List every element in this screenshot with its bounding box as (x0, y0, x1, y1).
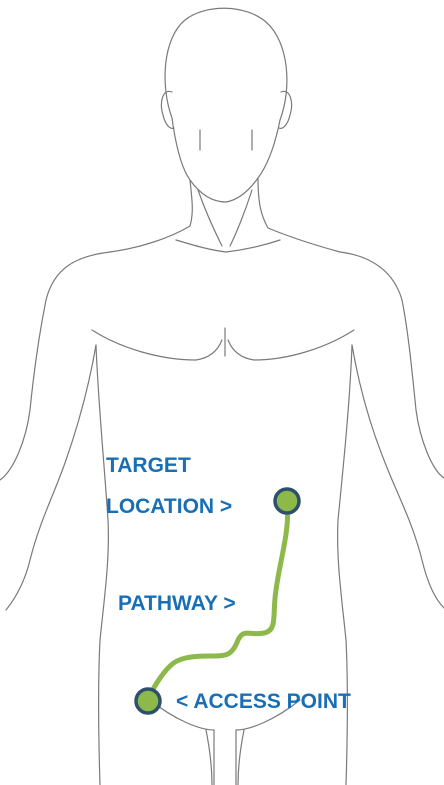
right-ear (279, 91, 292, 128)
torso-right-side (338, 345, 352, 785)
torso-left-side (96, 345, 108, 785)
neck-muscle-right (230, 190, 252, 246)
left-pectoral (92, 330, 222, 360)
left-inner-arm (6, 345, 96, 610)
collarbone (176, 240, 280, 252)
target-location-marker (275, 489, 299, 513)
target-location-label-line1: TARGET (106, 449, 191, 483)
neck-right (258, 178, 340, 252)
inner-thigh-left (206, 730, 212, 785)
left-shoulder-arm (0, 252, 110, 480)
pathway-label: PATHWAY > (118, 587, 236, 621)
human-body-outline (0, 8, 444, 785)
access-point-marker (136, 689, 160, 713)
inner-thigh-right (238, 730, 244, 785)
head-outline (165, 8, 287, 202)
right-inner-arm (352, 345, 444, 608)
right-pectoral (228, 330, 354, 360)
access-point-label: < ACCESS POINT (176, 685, 351, 719)
target-location-label-line2: LOCATION > (106, 490, 232, 524)
